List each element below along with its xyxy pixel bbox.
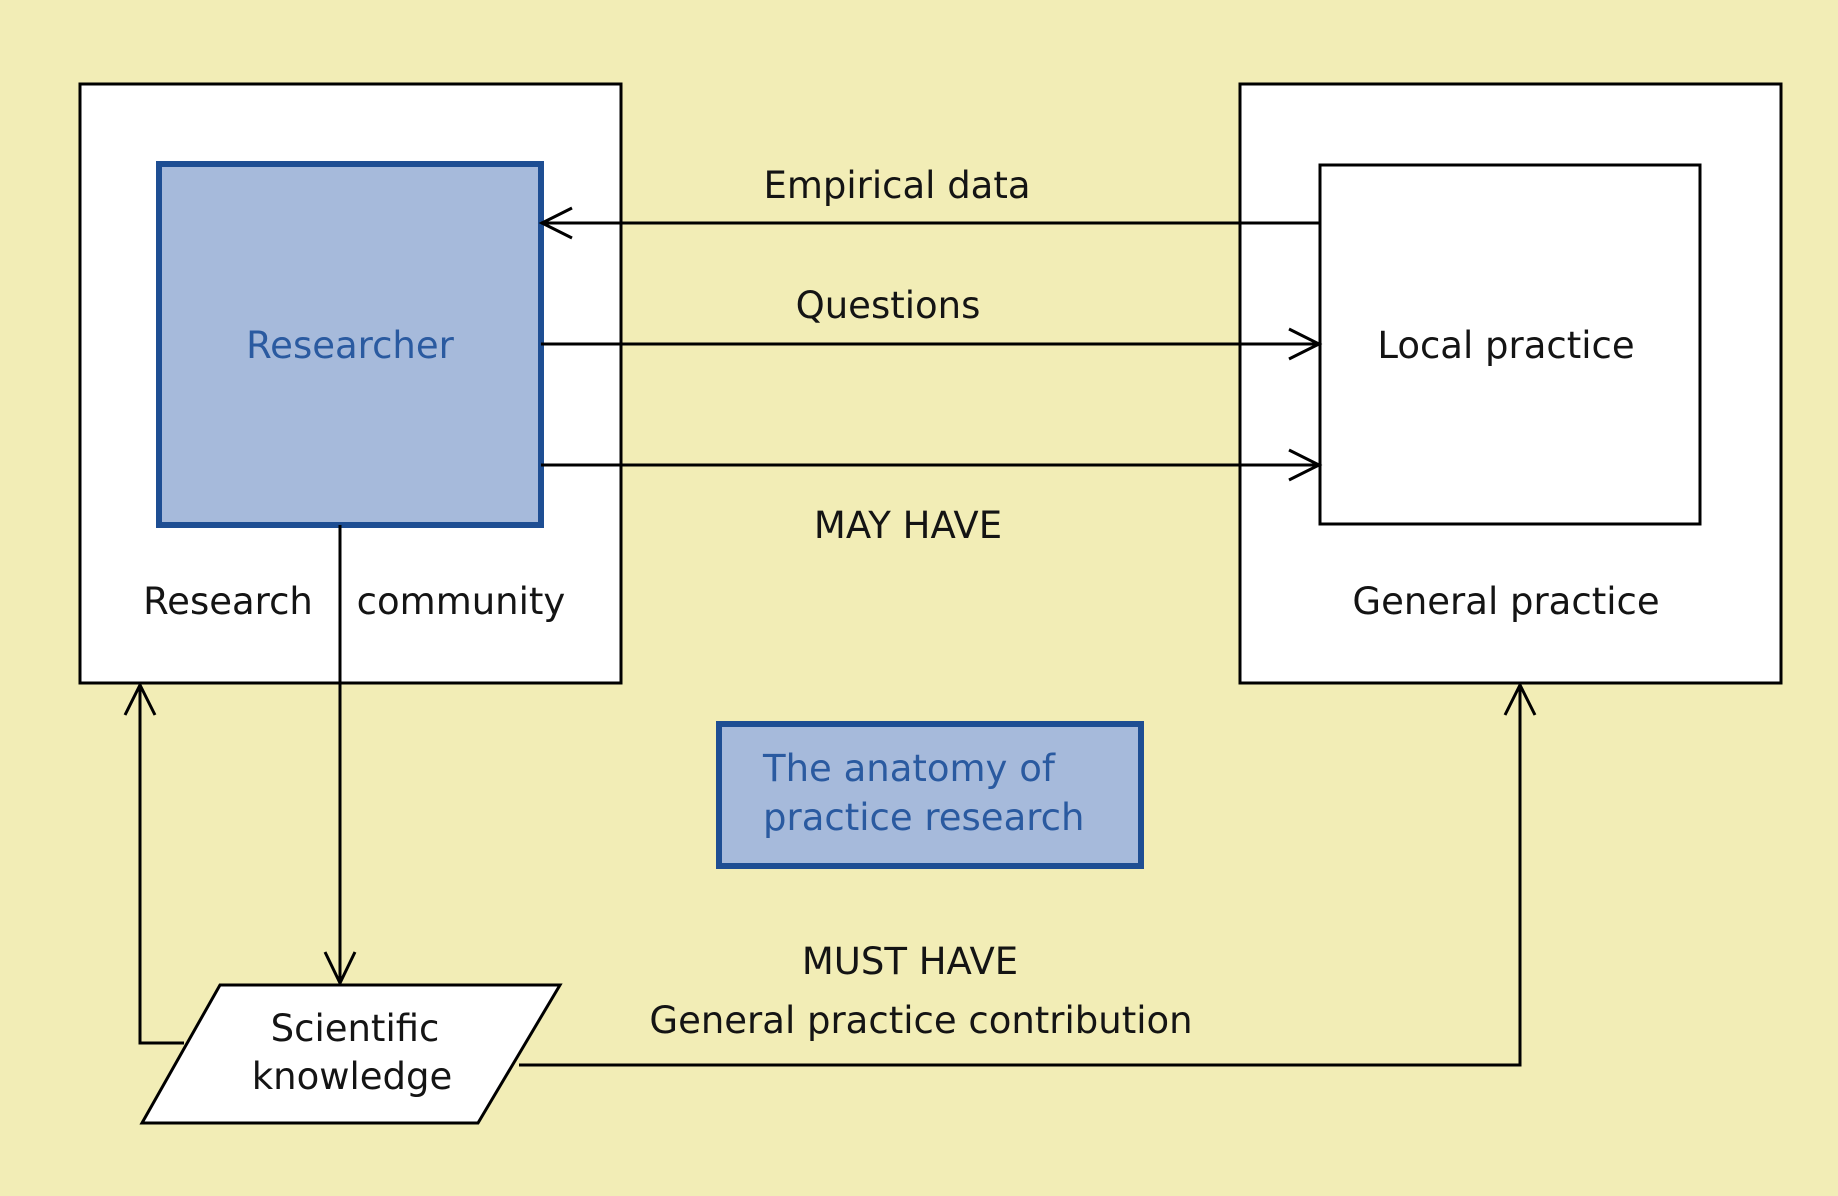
general-practice-contribution-label: General practice contribution xyxy=(649,999,1192,1042)
empirical-data-label: Empirical data xyxy=(763,164,1030,207)
scientific-knowledge-label-line1: Scientific xyxy=(271,1007,440,1050)
scientific-knowledge-label-line2: knowledge xyxy=(252,1055,453,1098)
researcher-to-knowledge-arrow xyxy=(323,525,357,987)
knowledge-to-general-practice-arrow xyxy=(519,681,1537,1067)
general-practice-label: General practice xyxy=(1352,580,1659,623)
title-line2: practice research xyxy=(763,796,1084,839)
research-label: Research xyxy=(143,580,313,623)
scientific-knowledge-node xyxy=(139,983,563,1125)
may-have-label: MAY HAVE xyxy=(814,504,1002,547)
community-label: community xyxy=(357,580,566,623)
local-practice-label: Local practice xyxy=(1377,324,1634,367)
title-box xyxy=(716,721,1144,869)
researcher-label: Researcher xyxy=(246,324,454,367)
title-line1: The anatomy of xyxy=(762,747,1056,790)
knowledge-to-community-arrow xyxy=(123,681,184,1045)
empirical-data-arrow xyxy=(538,206,1320,240)
questions-arrow xyxy=(541,327,1323,361)
questions-label: Questions xyxy=(796,284,981,327)
must-have-label: MUST HAVE xyxy=(802,940,1018,983)
may-have-arrow xyxy=(541,448,1323,482)
local-practice-box xyxy=(1318,163,1702,526)
researcher-box xyxy=(156,161,544,528)
